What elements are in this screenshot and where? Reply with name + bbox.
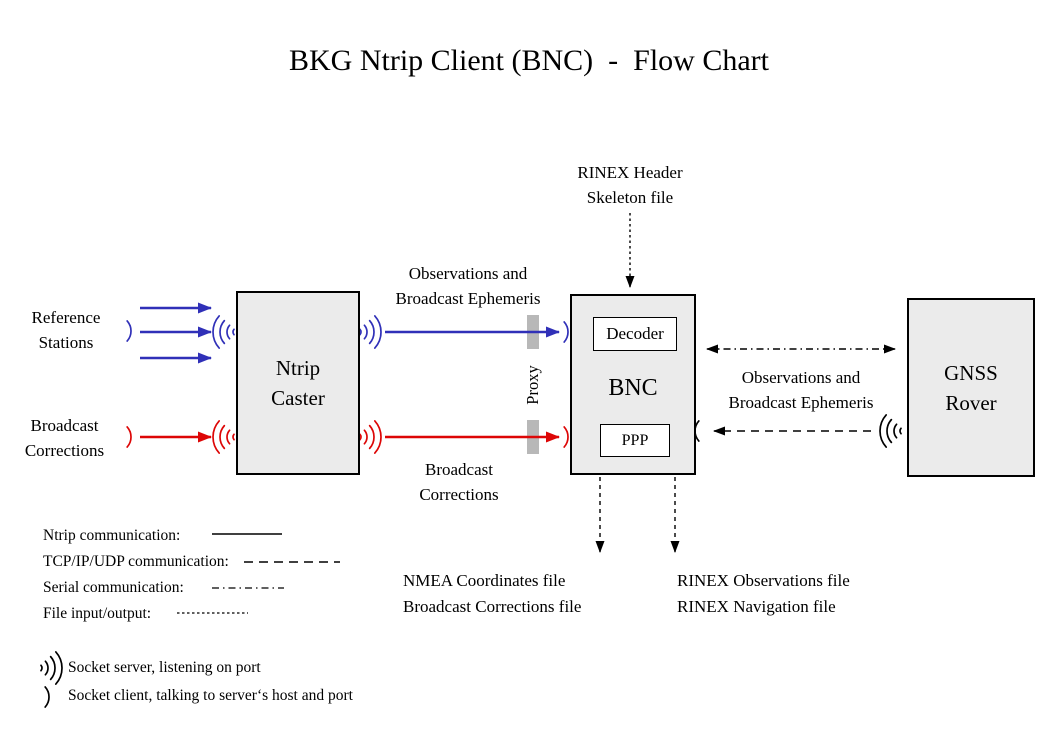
node-ntrip-caster: Ntrip Caster	[236, 291, 360, 475]
legend-socket-client-text: Socket client, talking to server‘s host …	[68, 687, 353, 704]
label-observations-ephemeris-right: Observations and Broadcast Ephemeris	[728, 368, 874, 412]
legend-label-tcp: TCP/IP/UDP communication:	[43, 553, 229, 570]
label-observations-ephemeris-top: Observations and Broadcast Ephemeris	[395, 264, 541, 308]
socket-client-icon-bnc-obs	[563, 321, 569, 343]
socket-server-icon-caster-right-obs	[359, 315, 382, 349]
node-bnc: Decoder BNC PPP	[570, 294, 696, 475]
label-broadcast-corrections-in: Broadcast Corrections	[24, 416, 105, 460]
ntrip-caster-label-line2: Caster	[271, 386, 325, 410]
gnss-rover-label-line1: GNSS	[944, 360, 998, 385]
ntrip-caster-label-line1: Ntrip	[275, 356, 321, 380]
bnc-label: BNC	[608, 375, 658, 401]
ppp-label: PPP	[621, 431, 649, 449]
legend-label-serial: Serial communication:	[43, 579, 184, 596]
bnc-ppp-box: PPP	[600, 424, 670, 457]
label-proxy: Proxy	[523, 365, 542, 405]
socket-client-legend-icon	[44, 686, 50, 708]
socket-client-icon-corrections	[126, 426, 132, 448]
legend-socket-server-text: Socket server, listening on port	[68, 659, 261, 676]
socket-client-icon-bnc-corr	[563, 426, 569, 448]
page-title: BKG Ntrip Client (BNC) - Flow Chart	[289, 44, 769, 77]
socket-server-icon-rover	[879, 414, 902, 448]
bnc-decoder-box: Decoder	[593, 317, 677, 351]
legend-label-file: File input/output:	[43, 605, 152, 622]
gnss-rover-label-line2: Rover	[945, 390, 997, 415]
label-reference-stations: Reference Stations	[31, 308, 101, 352]
label-rinex-header-skeleton: RINEX Header Skeleton file	[577, 163, 683, 207]
legend-label-ntrip: Ntrip communication:	[43, 527, 181, 544]
label-broadcast-corrections-mid: Broadcast Corrections	[419, 460, 499, 504]
socket-client-icon-refstations	[126, 320, 132, 342]
socket-server-legend-icon	[40, 651, 63, 685]
socket-server-icon-caster-left-obs	[212, 315, 235, 349]
decoder-label: Decoder	[606, 324, 664, 343]
label-nmea-output-files: NMEA Coordinates file Broadcast Correcti…	[403, 571, 582, 616]
socket-server-icon-caster-right-corr	[359, 420, 382, 454]
socket-server-icon-caster-left-corr	[212, 420, 235, 454]
node-gnss-rover: GNSS Rover	[907, 298, 1035, 477]
label-rinex-output-files: RINEX Observations file RINEX Navigation…	[677, 571, 850, 616]
